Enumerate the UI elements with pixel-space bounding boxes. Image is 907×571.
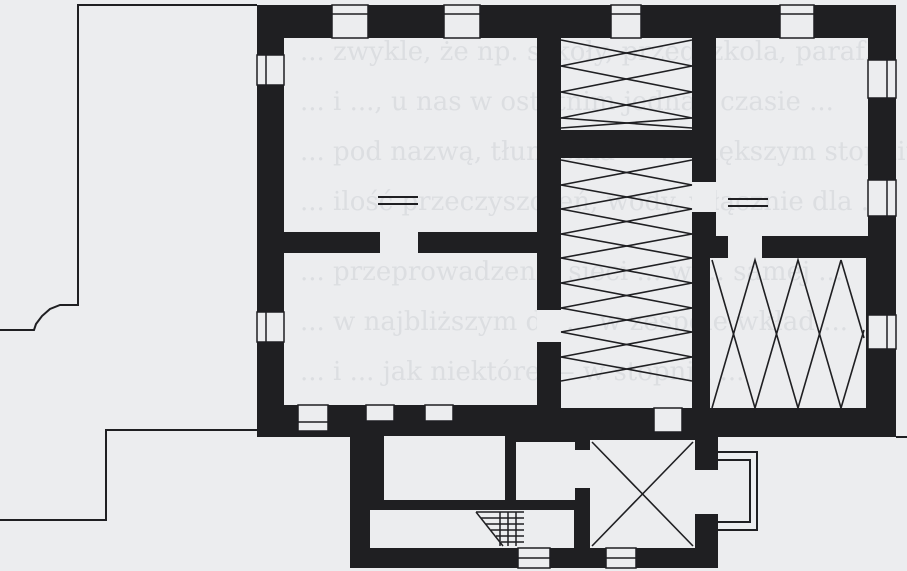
vault-hatch-line (560, 159, 693, 186)
door-reveals (378, 196, 768, 207)
vault-hatch-line (560, 184, 693, 210)
vault-diagonal (840, 259, 865, 339)
vault-diagonal (840, 329, 865, 409)
porch-outline (718, 451, 758, 531)
vault-hatch-line (560, 257, 693, 284)
window-openings (256, 4, 897, 569)
window-right (867, 59, 897, 99)
background-text-line: ... zwykle, że np. szkoły, przedszkola, … (300, 37, 889, 67)
vault-hatch-line (560, 331, 693, 358)
window-right (867, 314, 897, 350)
door-opening (695, 470, 718, 514)
site-outline (0, 4, 907, 521)
site-outline-left-lower (0, 429, 257, 521)
site-outline-left-upper (0, 4, 257, 331)
vault-hatch-line (560, 307, 693, 333)
background-text-line: ... ilość przeczyszczeń, wody, włącznie … (300, 187, 886, 217)
vault-hatch-line (560, 208, 693, 235)
window-right (867, 179, 897, 217)
door-openings (380, 182, 762, 514)
vault-hatch-line (560, 65, 693, 93)
window-sills (265, 13, 888, 559)
door-opening (380, 232, 418, 253)
window-left (256, 54, 285, 86)
porch-outline (718, 459, 751, 523)
window-top (331, 4, 369, 39)
wall-mass (257, 5, 896, 568)
background-text-line: ... w najbliższym do ... w zespole wkład… (300, 307, 848, 337)
vault-hatch-line (560, 282, 693, 309)
stair-stringer (475, 511, 504, 547)
door-opening (728, 236, 762, 258)
cross-vaults (591, 257, 865, 547)
vault-hatch-line (560, 356, 693, 382)
vault-diagonal (591, 441, 694, 547)
window-bottom (424, 404, 454, 422)
window-bottom (653, 407, 683, 433)
vault-hatch-line (560, 233, 693, 259)
vault-hatching (560, 39, 693, 382)
window-left (256, 311, 285, 343)
window-top (610, 4, 642, 39)
background-text-line: ... i ... jak niektóre — w stopniu ... (300, 357, 744, 387)
vault-hatch-line (560, 39, 693, 67)
background-text-line: ... przeprowadzenia sieci ... w ... same… (300, 257, 843, 287)
vault-diagonal (711, 257, 842, 411)
door-opening (692, 182, 716, 212)
window-top (443, 4, 481, 39)
door-opening (537, 310, 561, 342)
staircase (475, 511, 524, 547)
window-bottom (365, 404, 395, 422)
porch-annex (718, 451, 758, 531)
window-top (779, 4, 815, 39)
door-opening (575, 450, 590, 488)
vault-hatch-line (560, 117, 693, 129)
background-text-line: ... i ..., u nas w ostatnim jednak czasi… (300, 87, 834, 117)
vault-hatch-line (560, 91, 693, 119)
background-text-layer: ... zwykle, że np. szkoły, przedszkola, … (300, 37, 907, 387)
window-bottom (297, 404, 329, 432)
